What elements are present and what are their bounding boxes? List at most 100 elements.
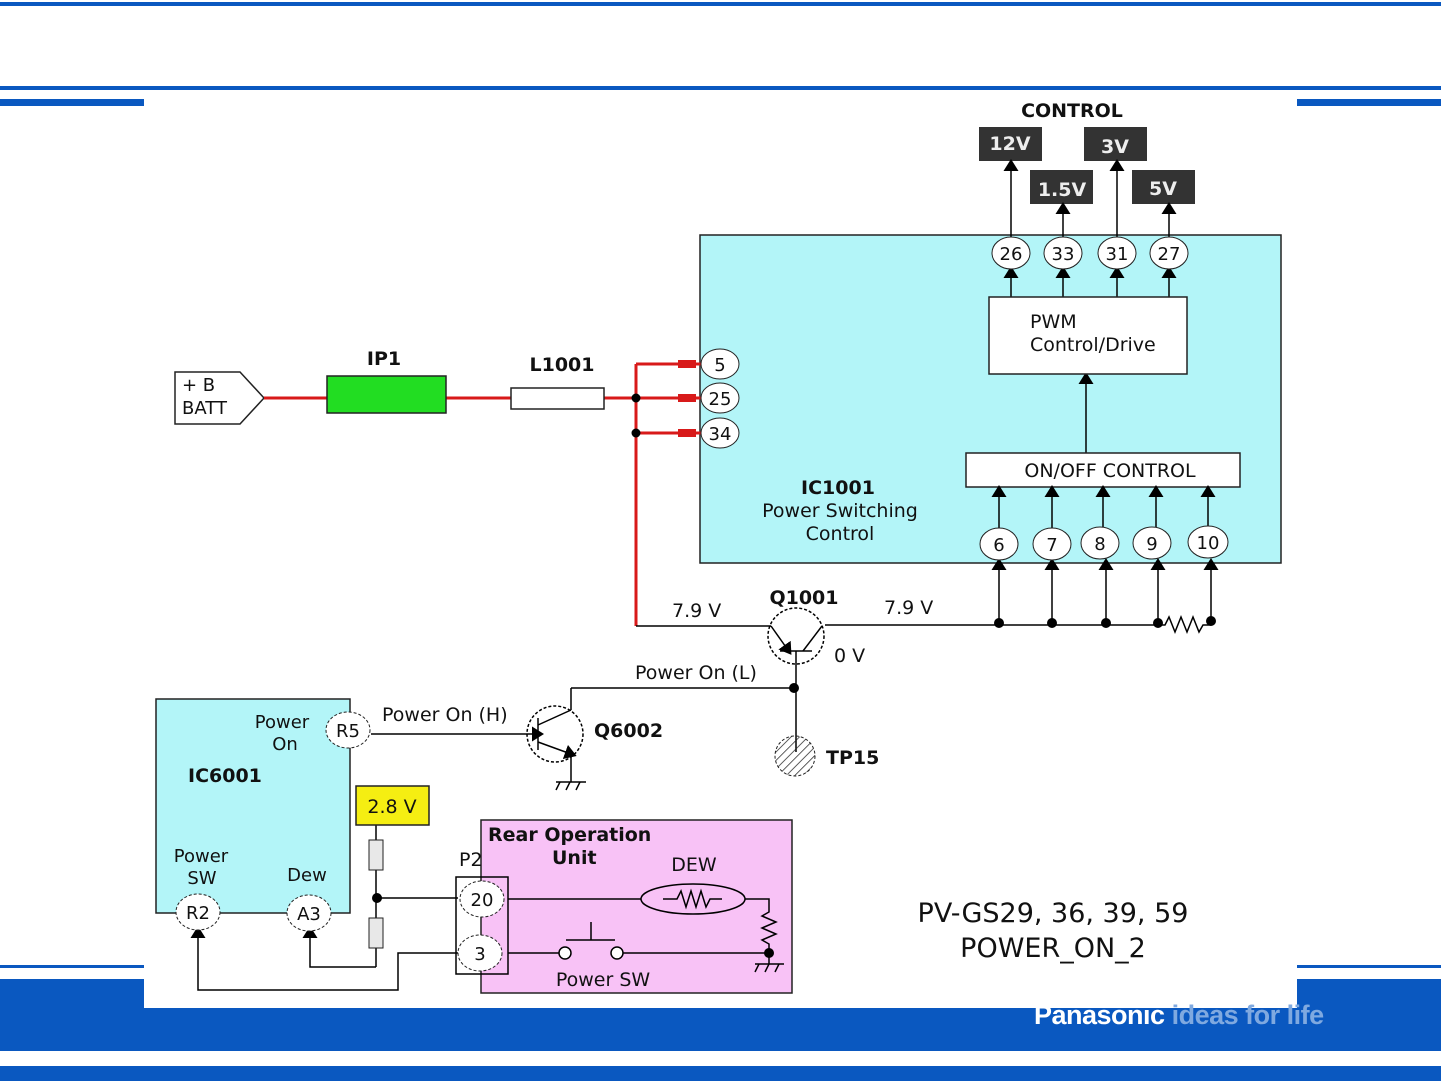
pin-5: 5	[700, 348, 740, 380]
control-output-12v: 12V	[979, 127, 1042, 161]
ic1001-name: IC1001	[801, 477, 875, 499]
svg-text:+ B: + B	[182, 375, 215, 396]
control-output-3v: 3V	[1084, 127, 1147, 161]
junction-dots-control	[994, 616, 1216, 628]
svg-text:BATT: BATT	[182, 398, 228, 419]
fuse-ip1: IP1	[326, 348, 447, 414]
resistor-lower	[368, 917, 384, 949]
power-on-l-label: Power On (L)	[635, 662, 757, 684]
pin-34: 34	[700, 417, 740, 449]
q1001-voltage-base: 0 V	[834, 645, 865, 667]
rear-operation-unit	[480, 819, 793, 994]
svg-text:PWM: PWM	[1030, 311, 1077, 333]
diagram-title-name: POWER_ON_2	[960, 933, 1146, 964]
header-bar-right	[1297, 99, 1441, 106]
svg-text:L1001: L1001	[530, 354, 595, 376]
ic6001-r2-label2: SW	[187, 868, 216, 889]
inductor-l1001: L1001	[510, 354, 605, 410]
onoff-control-block: ON/OFF CONTROL	[965, 452, 1241, 488]
diagram-title-models: PV-GS29, 36, 39, 59	[918, 898, 1189, 929]
battery-rail	[264, 362, 702, 626]
q1001-transistor	[570, 607, 825, 752]
pin-10: 10	[1187, 525, 1229, 559]
power-sw-label: Power SW	[556, 969, 651, 991]
pin-25: 25	[700, 382, 740, 414]
svg-text:25: 25	[709, 389, 732, 410]
pin-a3: A3	[286, 894, 332, 932]
pin-33: 33	[1043, 236, 1083, 270]
pin-9: 9	[1132, 526, 1172, 560]
footer-bottom-bar	[0, 1066, 1441, 1081]
pin-r5: R5	[325, 711, 371, 749]
rail-junctions	[631, 393, 641, 438]
ic1001-desc2: Control	[806, 523, 875, 545]
control-header: CONTROL	[1021, 100, 1123, 122]
onoff-input-wires	[825, 485, 1219, 635]
svg-text:12V: 12V	[989, 133, 1030, 155]
control-output-wires	[1003, 159, 1177, 453]
ic6001-name: IC6001	[188, 765, 262, 787]
junction-ground	[764, 948, 774, 958]
svg-text:6: 6	[993, 535, 1004, 556]
svg-text:5V: 5V	[1149, 178, 1177, 200]
svg-text:8: 8	[1094, 534, 1105, 555]
pin-r2: R2	[175, 893, 221, 931]
svg-text:Control/Drive: Control/Drive	[1030, 334, 1156, 356]
svg-text:27: 27	[1158, 244, 1181, 265]
battery-terminal: + B BATT	[174, 371, 266, 425]
svg-text:1.5V: 1.5V	[1038, 179, 1087, 201]
top-rule	[0, 2, 1441, 6]
resistor-upper	[368, 839, 384, 871]
svg-text:31: 31	[1106, 244, 1129, 265]
ic1001-block	[699, 234, 1282, 564]
header-bar-left	[0, 99, 144, 106]
pin-26: 26	[991, 236, 1031, 270]
svg-text:ON/OFF CONTROL: ON/OFF CONTROL	[1024, 460, 1196, 482]
ic6001-a3-label: Dew	[287, 865, 327, 886]
connector-p2-label: P2	[459, 849, 483, 871]
power-on-h-label: Power On (H)	[382, 704, 508, 726]
supply-2v8: 2.8 V	[355, 785, 430, 826]
control-output-5v: 5V	[1132, 170, 1195, 204]
pin-3: 3	[457, 934, 503, 972]
svg-text:R2: R2	[186, 903, 210, 924]
svg-text:33: 33	[1052, 244, 1075, 265]
pin-27: 27	[1149, 236, 1189, 270]
brand-tagline: ideas for life	[1171, 1000, 1325, 1030]
q1001-voltage-right: 7.9 V	[884, 597, 933, 619]
rear-unit-title2: Unit	[552, 847, 597, 869]
svg-text:9: 9	[1146, 534, 1157, 555]
svg-text:A3: A3	[297, 904, 321, 925]
svg-text:10: 10	[1197, 533, 1220, 554]
pin-20: 20	[459, 880, 505, 918]
footer-rule-right	[1297, 965, 1441, 968]
svg-text:5: 5	[714, 355, 725, 376]
panasonic-logo: Panasonic ideas for life	[1034, 1000, 1324, 1031]
svg-text:26: 26	[1000, 244, 1023, 265]
control-output-1v5: 1.5V	[1030, 170, 1093, 204]
ic1001-desc1: Power Switching	[762, 500, 918, 522]
rail-pin-stubs	[678, 360, 696, 437]
brand-name: Panasonic	[1034, 1000, 1165, 1030]
tp15-testpoint: TP15	[774, 735, 879, 777]
svg-text:R5: R5	[336, 721, 360, 742]
q1001-voltage-left: 7.9 V	[672, 600, 721, 622]
ic6001-r5-label1: Power	[255, 712, 310, 733]
svg-text:20: 20	[471, 890, 494, 911]
svg-text:3: 3	[474, 944, 485, 965]
rear-unit-title1: Rear Operation	[488, 824, 651, 846]
svg-text:34: 34	[709, 424, 732, 445]
footer-rule-left	[0, 965, 144, 968]
q6002-label: Q6002	[594, 720, 663, 742]
pin-7: 7	[1032, 527, 1072, 561]
svg-text:7: 7	[1046, 535, 1057, 556]
rear-unit-wiring	[455, 876, 784, 975]
ic6001-r5-label2: On	[272, 734, 298, 755]
ic6001-block	[155, 698, 351, 914]
ic6001-r2-label1: Power	[174, 846, 229, 867]
svg-text:IP1: IP1	[367, 348, 401, 370]
svg-text:2.8 V: 2.8 V	[367, 796, 416, 818]
svg-text:TP15: TP15	[826, 747, 879, 769]
dew-label: DEW	[671, 854, 717, 876]
junction-divider	[372, 893, 382, 903]
